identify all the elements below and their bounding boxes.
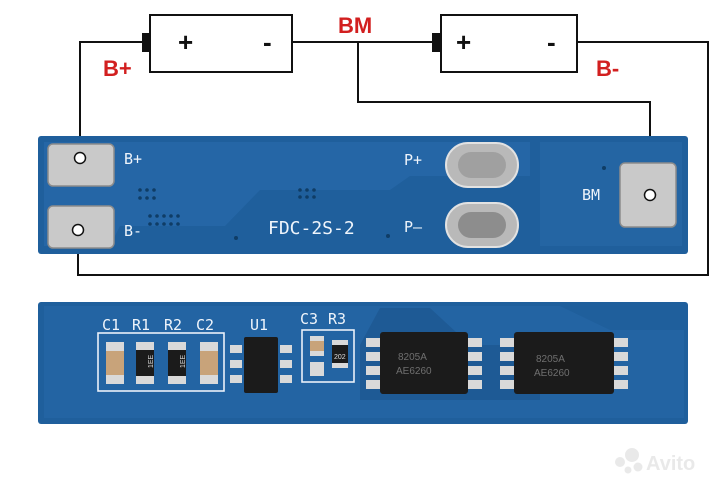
watermark: Avito [615,448,695,475]
resistor-r2-code: 1EE [180,354,187,368]
label-c3: C3 [300,310,318,328]
battery-minus-sign: - [263,27,272,57]
mosfet-2: 8205A AE6260 [500,332,628,394]
silk-outline-passives [97,332,225,392]
watermark-text: Avito [646,453,695,475]
wire-b-plus [79,41,148,158]
label-r2: R2 [164,316,182,334]
resistor-r1: 1EE [136,342,155,384]
battery-plus-sign: + [456,27,471,57]
silk-b-minus: B- [124,222,142,240]
capacitor-c1 [106,342,124,384]
silk-outline-c3-r3 [301,329,355,383]
pad-small [310,362,324,376]
resistor-r3: 202 [332,340,348,368]
label-c1: C1 [102,316,120,334]
pcb-bottom-side: C1 R1 R2 C2 U1 C3 R3 1EE 1EE [38,302,688,424]
battery-cell-1: + - [142,14,293,73]
mosfet-2-mark-2: AE6260 [534,368,570,379]
battery-terminal [142,33,151,52]
silk-p-minus: P– [404,218,423,236]
copper-pour [44,142,530,246]
chip-u1 [230,337,292,393]
silk-b-plus: B+ [124,150,142,168]
battery-terminal [432,33,441,52]
board-model-label: FDC-2S-2 [268,218,355,239]
battery-cell-2: + - [432,14,578,73]
wiring [77,41,709,276]
avito-logo-icon [615,448,643,474]
battery-plus-sign: + [178,27,193,57]
resistor-r2: 1EE [168,342,187,384]
solder-point-b-plus [73,151,87,165]
label-r1: R1 [132,316,150,334]
label-b-minus: B- [596,56,619,81]
silk-p-plus: P+ [404,151,422,169]
label-r3: R3 [328,310,346,328]
resistor-r3-code: 202 [334,354,346,361]
label-bm: BM [338,13,372,38]
pad-b-plus [47,143,115,187]
label-c2: C2 [196,316,214,334]
wire-b-minus [77,41,709,276]
label-u1: U1 [250,316,268,334]
battery-body [149,14,293,73]
pcb-top-side: B+ B- P+ P– FDC-2S-2 BM [38,136,688,254]
via-cluster [138,166,606,240]
pad-p-minus-solder [458,212,506,238]
battery-minus-sign: - [547,27,556,57]
pad-p-plus-solder [458,152,506,178]
solder-point-b-minus [71,223,85,237]
label-b-plus: B+ [103,56,132,81]
mosfet-1-mark-1: 8205A [398,352,427,363]
capacitor-c2 [200,342,218,384]
mosfet-2-mark-1: 8205A [536,354,565,365]
mosfet-1: 8205A AE6260 [366,332,482,394]
resistor-r1-code: 1EE [148,354,155,368]
capacitor-c3 [310,336,324,356]
mosfet-1-mark-2: AE6260 [396,366,432,377]
solder-point-bm [643,188,657,202]
silk-bm: BM [582,186,600,204]
battery-body [440,14,578,73]
